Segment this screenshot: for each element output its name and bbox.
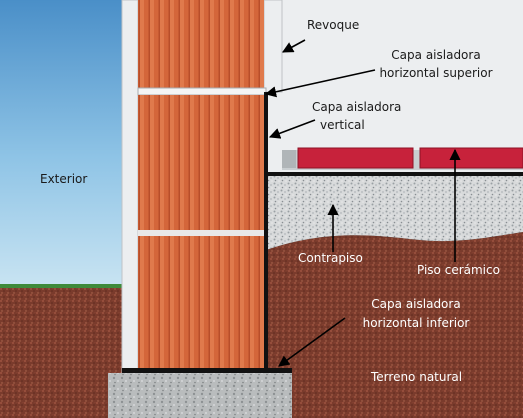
label-capa-superior-1: Capa aisladora bbox=[391, 48, 481, 62]
revoque-exterior bbox=[121, 0, 139, 376]
revoque-interior bbox=[263, 0, 283, 93]
sky-area bbox=[0, 0, 122, 288]
label-capa-inferior-2: horizontal inferior bbox=[362, 316, 470, 330]
brick-wall-upper bbox=[138, 0, 264, 88]
floor-tile bbox=[419, 147, 523, 169]
interior-wall-bg bbox=[266, 0, 523, 172]
label-exterior: Exterior bbox=[40, 172, 88, 186]
label-capa-inferior-1: Capa aisladora bbox=[371, 297, 461, 311]
label-capa-superior-2: horizontal superior bbox=[379, 66, 493, 80]
arrow-capa-vertical bbox=[268, 119, 316, 139]
mortar-joint bbox=[138, 230, 264, 236]
brick-wall-middle bbox=[138, 95, 264, 230]
label-revoque: Revoque bbox=[307, 18, 360, 32]
brick-wall-lower bbox=[138, 236, 264, 370]
label-contrapiso: Contrapiso bbox=[298, 251, 363, 265]
arrow-capa-superior bbox=[264, 69, 376, 98]
label-terreno-natural: Terreno natural bbox=[371, 370, 463, 384]
label-capa-vertical-1: Capa aisladora bbox=[312, 100, 402, 114]
interior-soil bbox=[266, 232, 523, 418]
exterior-soil bbox=[0, 288, 122, 418]
label-piso-ceramico: Piso cerámico bbox=[417, 263, 500, 277]
capa-aisladora-superior bbox=[137, 87, 267, 96]
arrow-capa-inferior bbox=[278, 317, 346, 367]
arrow-revoque bbox=[282, 39, 306, 53]
capa-aisladora-inferior bbox=[122, 368, 292, 373]
floor-tile bbox=[297, 147, 414, 169]
label-capa-vertical-2: vertical bbox=[320, 118, 365, 132]
floor-skirting bbox=[282, 150, 296, 168]
contrapiso-layer bbox=[266, 176, 523, 250]
cimiento bbox=[108, 373, 292, 418]
grass-strip bbox=[0, 284, 122, 288]
